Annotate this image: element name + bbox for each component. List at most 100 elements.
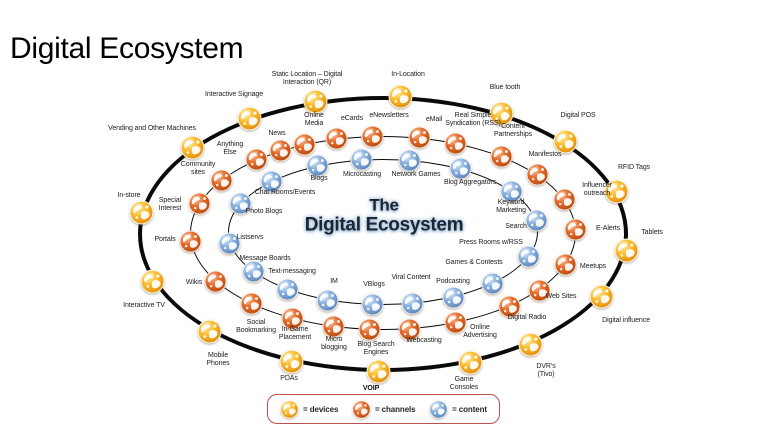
devices-label-blue-tooth: Blue tooth [489, 84, 521, 91]
channels-label-e-alerts: E-Alerts [595, 225, 621, 232]
content-label-listservs: Listservs [236, 234, 264, 241]
channels-globe-icon-micro-blogging [322, 315, 345, 343]
devices-globe-icon-mobile-phones [197, 319, 222, 349]
channels-label-web-sites: Web Sites [545, 293, 577, 300]
channels-globe-icon-content-partnerships [490, 145, 513, 173]
devices-globe-icon-static-location-digital-interaction-qr [303, 89, 328, 119]
content-globe-icon-podcasting [442, 286, 465, 314]
devices-label-rfid-tags: RFID Tags [617, 164, 651, 171]
content-label-viral-content: Viral Content [391, 274, 431, 281]
channels-label-webcasting: Webcasting [406, 337, 442, 344]
channels-globe-icon-social-bookmarking [240, 292, 263, 320]
legend-item-content: = content [429, 399, 487, 419]
channels-globe-icon-web-sites [528, 278, 551, 307]
devices-label-pdas: PDAs [280, 375, 298, 382]
channels-globe-icon-online-media [293, 133, 316, 161]
content-globe-icon-photo-blogs [229, 192, 252, 220]
channels-label-email: eMail [425, 116, 443, 123]
devices-globe-icon-tablets [614, 238, 639, 268]
legend-item-label: = channels [374, 404, 416, 414]
devices-label-digital-pos: Digital POS [560, 112, 596, 119]
channels-label-enewsletters: eNewsletters [369, 112, 409, 119]
channels-label-ecards: eCards [341, 115, 363, 122]
content-label-vblogs: VBlogs [363, 281, 385, 288]
content-label-im: IM [330, 278, 338, 285]
channels-label-portals: Portals [154, 236, 176, 243]
channels-globe-icon-news [269, 139, 292, 167]
content-label-photo-blogs: Photo Blogs [245, 208, 283, 215]
legend-item-label: = devices [303, 404, 339, 414]
content-label-network-games: Network Games [391, 171, 441, 178]
content-globe-icon-press-rooms-w-rss [517, 245, 540, 273]
devices-label-in-location: In-Location [391, 71, 425, 78]
channels-globe-icon-real-simple-syndication-rss [444, 132, 467, 160]
content-globe-icon-blogs [306, 154, 329, 182]
devices-label-dvr-s-tivo: DVR’s(Tivo) [536, 363, 556, 378]
devices-label-tablets: Tablets [641, 229, 663, 236]
content-globe-icon-message-boards [241, 260, 265, 288]
channels-globe-icon-online-advertising [444, 311, 467, 339]
channels-label-meetups: Meetups [579, 263, 607, 270]
center-title-line2: Digital Ecosystem [304, 214, 464, 236]
devices-label-in-store: In-store [117, 192, 141, 199]
devices-label-vending-and-other-machines: Vending and Other Machines [108, 125, 196, 132]
channels-globe-icon-e-alerts [564, 218, 587, 246]
content-label-text-messaging: Text-messaging [268, 268, 316, 275]
channels-label-manifestos: Manifestos [528, 151, 562, 158]
channels-label-digital-radio: Digital Radio [507, 314, 547, 321]
legend-item-devices: = devices [280, 399, 339, 419]
content-globe-icon-search [525, 209, 548, 237]
content-globe-icon-vblogs [361, 293, 384, 321]
channels-globe-icon-ecards [325, 127, 348, 155]
devices-globe-icon-game-consoles [458, 350, 483, 380]
devices-globe-icon-in-location [388, 84, 413, 114]
page-title: Digital Ecosystem [10, 32, 244, 66]
devices-globe-icon-blue-tooth [489, 101, 514, 131]
channels-globe-icon-enewsletters [361, 125, 384, 153]
devices-globe-icon-interactive-tv [140, 269, 165, 299]
content-globe-icon-chat-rooms-events [260, 170, 283, 198]
devices-globe-icon-interactive-signage [237, 106, 262, 136]
content-globe-icon-text-messaging [276, 278, 299, 306]
devices-globe-icon-digital-influence [589, 284, 614, 314]
devices-globe-icon-voip [366, 359, 391, 389]
channels-globe-icon-anything-else [245, 148, 268, 176]
devices-label-interactive-tv: Interactive TV [123, 302, 165, 309]
content-label-blog-aggregators: Blog Aggregators [443, 179, 497, 186]
globe-orange-icon [352, 399, 371, 419]
content-globe-icon-listservs [218, 232, 241, 260]
devices-label-interactive-signage: Interactive Signage [204, 91, 264, 98]
legend-item-channels: = channels [352, 399, 416, 419]
channels-label-news: News [268, 130, 286, 137]
content-globe-icon-viral-content [401, 292, 424, 320]
devices-globe-icon-in-store [129, 200, 154, 230]
content-globe-icon-keyword-marketing [500, 180, 523, 208]
content-globe-icon-im [316, 289, 339, 317]
devices-label-digital-influence: Digital influence [602, 317, 650, 324]
content-globe-icon-games-contests [481, 272, 504, 300]
center-title-line1: The [369, 195, 399, 215]
content-label-search: Search [505, 223, 527, 230]
channels-globe-icon-webcasting [398, 318, 421, 346]
content-globe-icon-blog-aggregators [449, 157, 472, 185]
content-label-blogs: Blogs [310, 175, 328, 182]
channels-globe-icon-in-game-placement [281, 307, 304, 335]
content-label-press-rooms-w-rss: Press Rooms w/RSS [459, 239, 523, 246]
diagram-center-title: The Digital Ecosystem [305, 196, 464, 237]
content-label-microcasting: Microcasting [342, 171, 382, 178]
legend-item-label: = content [452, 404, 487, 414]
content-label-podcasting: Podcasting [436, 278, 470, 285]
content-label-message-boards: Message Boards [239, 255, 291, 262]
